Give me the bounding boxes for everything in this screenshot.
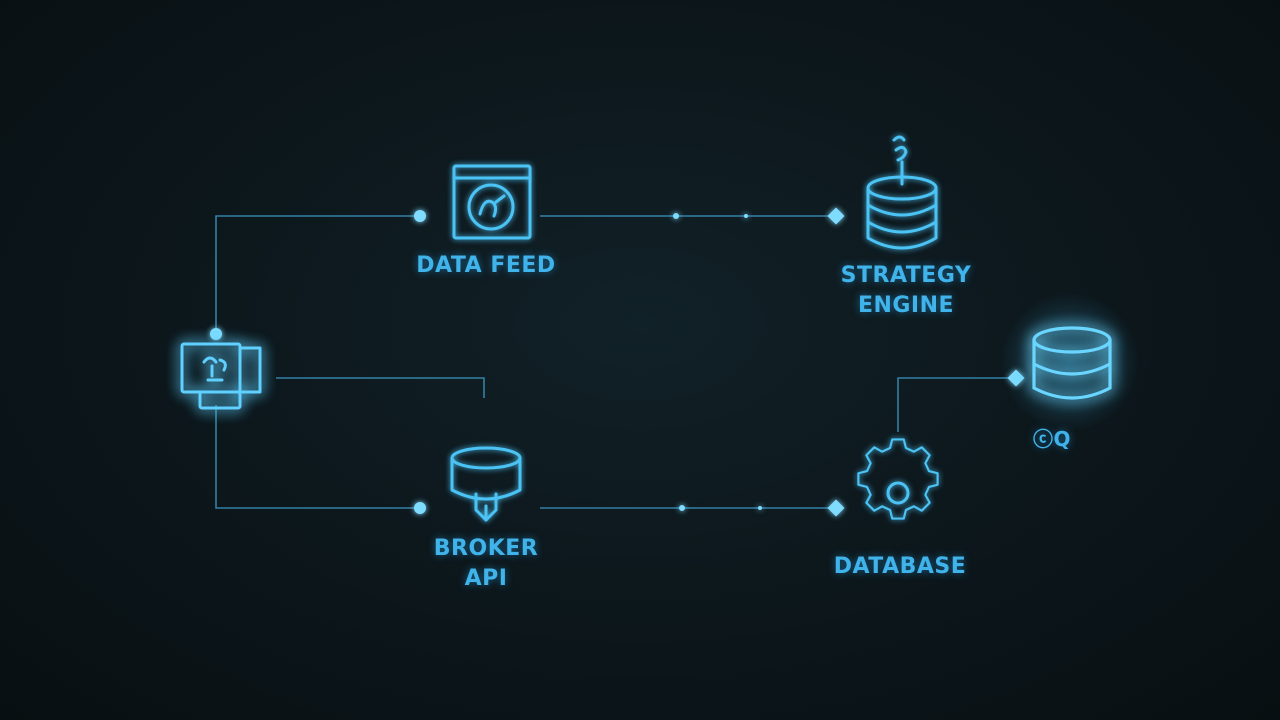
connector-client-to-broker-api [215,405,420,509]
dot-line-mid-3 [679,505,685,511]
dot-client-top [210,328,222,340]
computer-terminal-icon [180,342,262,410]
dot-line-mid-4 [758,506,762,510]
junction-dots [210,207,1025,517]
database-icon [1000,292,1140,432]
database-label: DATABASE [833,554,967,579]
strategy-engine-label-line1: STRATEGY [840,263,972,288]
dot-broker-in [414,502,426,514]
data-feed-label: DATA FEED [416,253,556,278]
cylinder-plug-icon [450,446,522,522]
monitor-gauge-icon [452,164,532,240]
diamond-database-in [827,499,845,517]
gear-icon [857,438,939,520]
broker-api-label-line2: API [464,566,508,591]
dot-line-mid-1 [673,213,679,219]
database-stack-icon [866,135,938,250]
strategy-engine-label-line2: ENGINE [857,293,955,318]
connector-client-to-broker-stub [276,377,485,398]
connector-database-to-storage [897,377,1016,432]
broker-api-label: BROKER API [400,534,572,594]
dot-data-feed-in [414,210,426,222]
broker-api-label-line1: BROKER [433,536,539,561]
connector-lines [215,215,1016,509]
connector-client-to-data-feed [215,215,420,330]
diamond-strategy-in [827,207,845,225]
dot-line-mid-2 [744,214,748,218]
strategy-engine-label: STRATEGY ENGINE [820,261,992,321]
storage-label: ⓒQ [1032,427,1071,451]
